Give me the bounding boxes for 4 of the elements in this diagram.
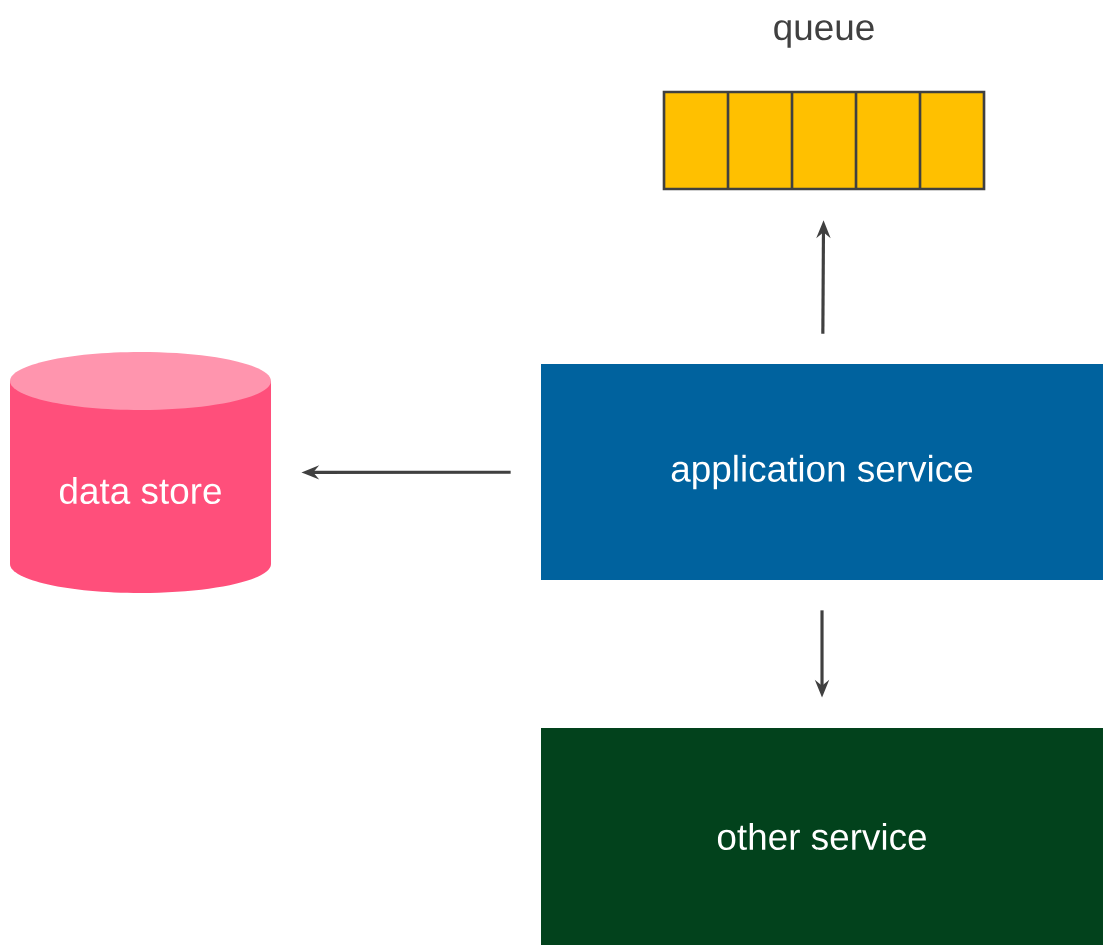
service-box: other service <box>541 728 1103 945</box>
queue-label: queue <box>774 20 874 48</box>
service-box: application service <box>541 364 1103 580</box>
cylinder-database: data store <box>10 352 271 593</box>
